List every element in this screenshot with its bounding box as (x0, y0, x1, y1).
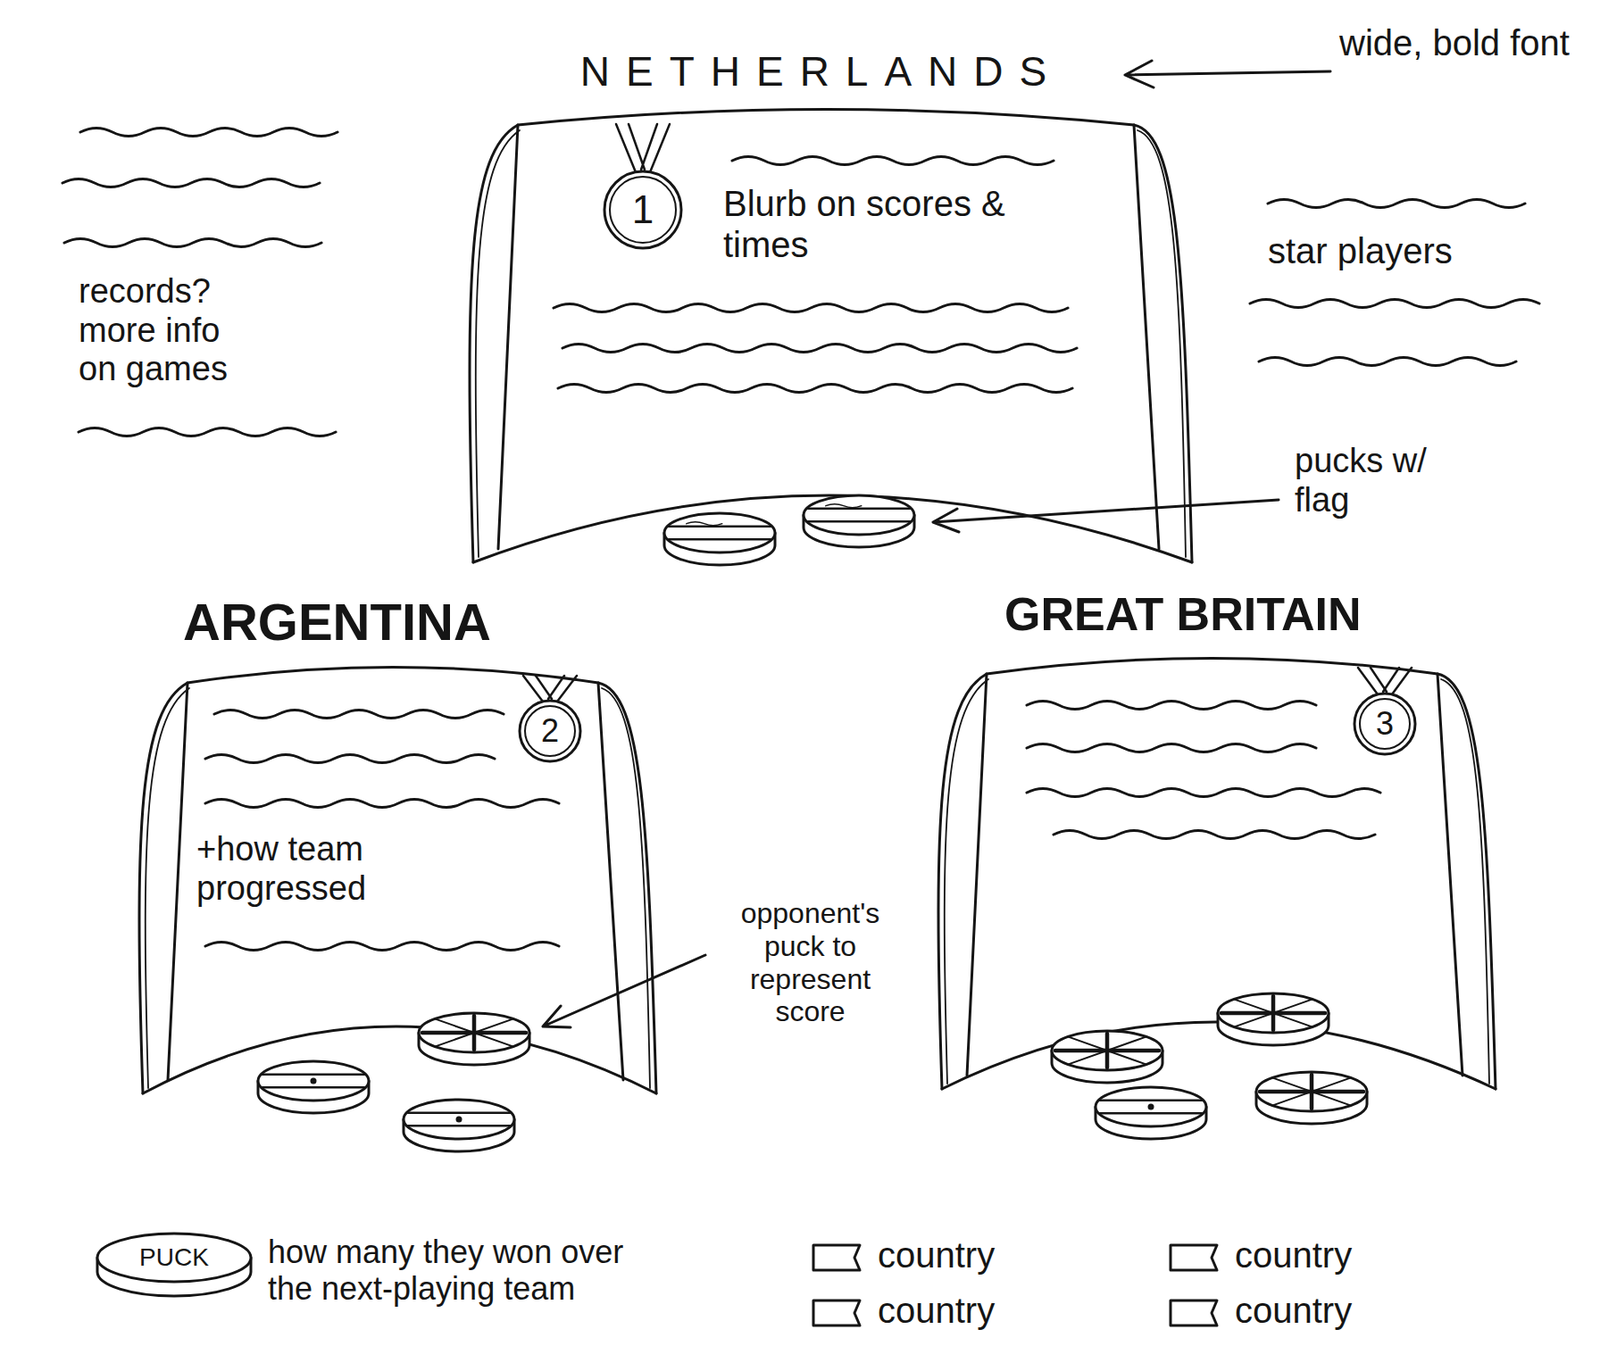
scribble-line (78, 428, 336, 437)
medal: 3 (1352, 691, 1417, 757)
goal-net: NETHERLANDS Blurb on scores & times 1 (428, 49, 1233, 594)
note-text: star players (1267, 230, 1536, 272)
puck-key: PUCK (93, 1230, 255, 1302)
legend: country country country country (808, 1236, 1523, 1353)
legend-text: country (877, 1234, 995, 1276)
scribble-line (64, 239, 322, 248)
country-heading: ARGENTINA (183, 593, 648, 651)
note-text: how many they won over the next-playing … (267, 1233, 661, 1309)
flag-swatch (808, 1295, 866, 1332)
medal-number: 2 (541, 712, 559, 750)
legend-text: country (1234, 1234, 1352, 1276)
medal-number: 1 (632, 187, 654, 234)
note-text: pucks w/ flag (1294, 441, 1483, 520)
scribble-line (1258, 358, 1517, 367)
scribble-line (62, 179, 320, 188)
blurb-text: Blurb on scores & times (723, 183, 1099, 266)
note-text: records? more info on games (78, 272, 258, 390)
flag-swatch (1165, 1295, 1223, 1332)
scribble-line (80, 128, 338, 137)
medal: 1 (602, 169, 684, 250)
blurb-text: +how team progressed (196, 830, 492, 909)
flag-swatch (1165, 1240, 1223, 1276)
goal-net-outline (919, 589, 1545, 1161)
legend-entry: country (1165, 1236, 1505, 1282)
country-heading: GREAT BRITAIN (1004, 589, 1505, 641)
note-text: wide, bold font (1339, 22, 1581, 64)
legend-entry: country (808, 1291, 1148, 1337)
medal: 2 (517, 699, 583, 764)
leader-arrow (1125, 60, 1331, 88)
medal-number: 3 (1375, 705, 1394, 742)
legend-text: country (1234, 1290, 1352, 1332)
leader-arrow (542, 955, 706, 1028)
legend-entry: country (808, 1236, 1148, 1282)
country-heading: NETHERLANDS (535, 49, 1108, 95)
legend-entry: country (1165, 1291, 1505, 1337)
goal-net-outline (428, 49, 1233, 594)
scribble-line (1250, 300, 1540, 309)
leader-arrow (933, 500, 1279, 533)
note-text: opponent's puck to represent score (714, 897, 907, 1029)
puck-text: PUCK (139, 1243, 209, 1273)
goal-net: ARGENTINA +how team progressed 2 (116, 593, 697, 1166)
scribble-line (1267, 200, 1525, 209)
flag-swatch (808, 1240, 866, 1276)
goal-net: GREAT BRITAIN 3 (919, 589, 1545, 1161)
legend-text: country (877, 1290, 995, 1332)
